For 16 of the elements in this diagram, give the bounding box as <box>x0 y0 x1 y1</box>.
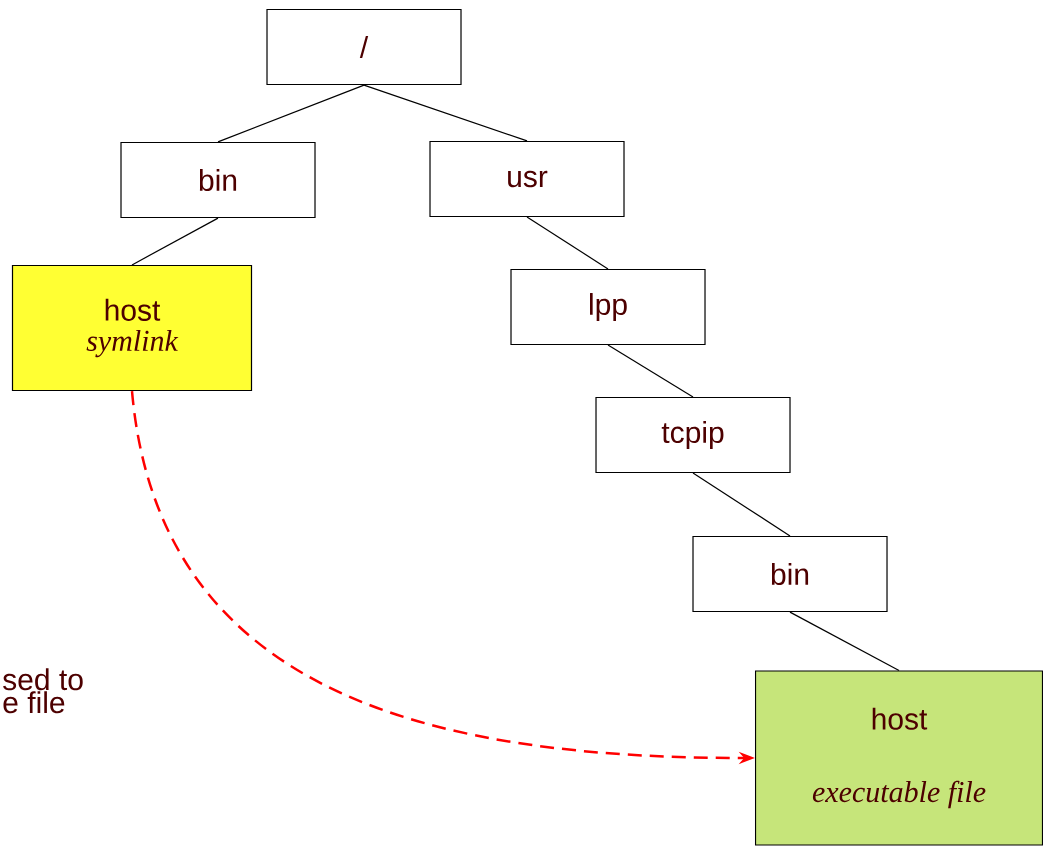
tree-line <box>789 611 900 671</box>
tree-line <box>363 84 528 142</box>
tree-line <box>526 216 609 270</box>
folder-box: usr <box>429 140 625 218</box>
tree-line <box>692 472 791 537</box>
tree-line <box>217 84 365 143</box>
folder-box: bin <box>692 535 888 613</box>
folder-box: bin <box>120 141 316 219</box>
tree-line <box>131 217 219 266</box>
folder-box: / <box>266 8 462 86</box>
file-box: host symlink <box>11 264 253 392</box>
note-text: sed to e file <box>3 668 83 714</box>
folder-box: tcpip <box>595 396 791 474</box>
folder-box: lpp <box>510 268 706 346</box>
tree-line <box>607 344 694 398</box>
file-box: host executable file <box>754 670 1043 846</box>
